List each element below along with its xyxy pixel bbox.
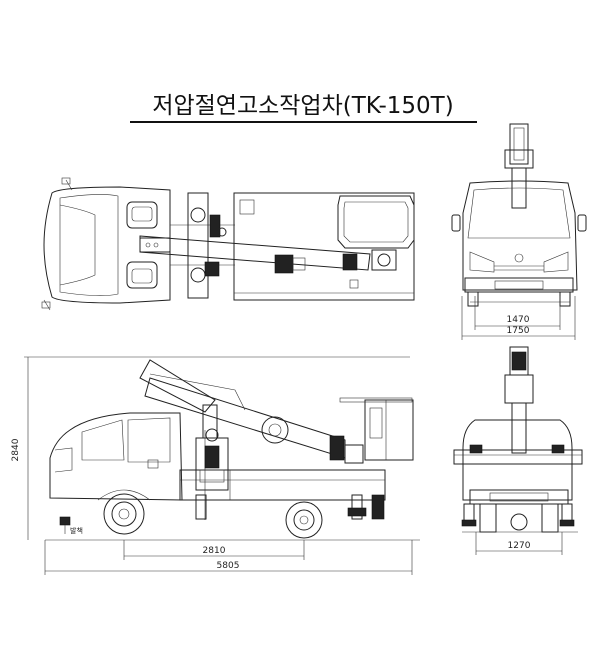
title-underline: [130, 121, 477, 123]
side-view: [24, 356, 420, 575]
dim-front-width-outer: 1750: [507, 326, 530, 336]
dim-rear-width: 1270: [508, 541, 531, 551]
outrigger-label: 발책: [70, 526, 83, 535]
dim-front-width-inner: 1470: [507, 315, 530, 325]
dim-wheelbase: 2810: [203, 546, 226, 556]
dim-height: 2840: [11, 438, 21, 461]
page-title: 저압절연고소작업차(TK-150T): [152, 93, 454, 119]
top-view: [41, 177, 415, 311]
dim-overall-length: 5805: [217, 561, 240, 571]
rear-view: [453, 346, 583, 555]
front-view: [451, 123, 587, 340]
